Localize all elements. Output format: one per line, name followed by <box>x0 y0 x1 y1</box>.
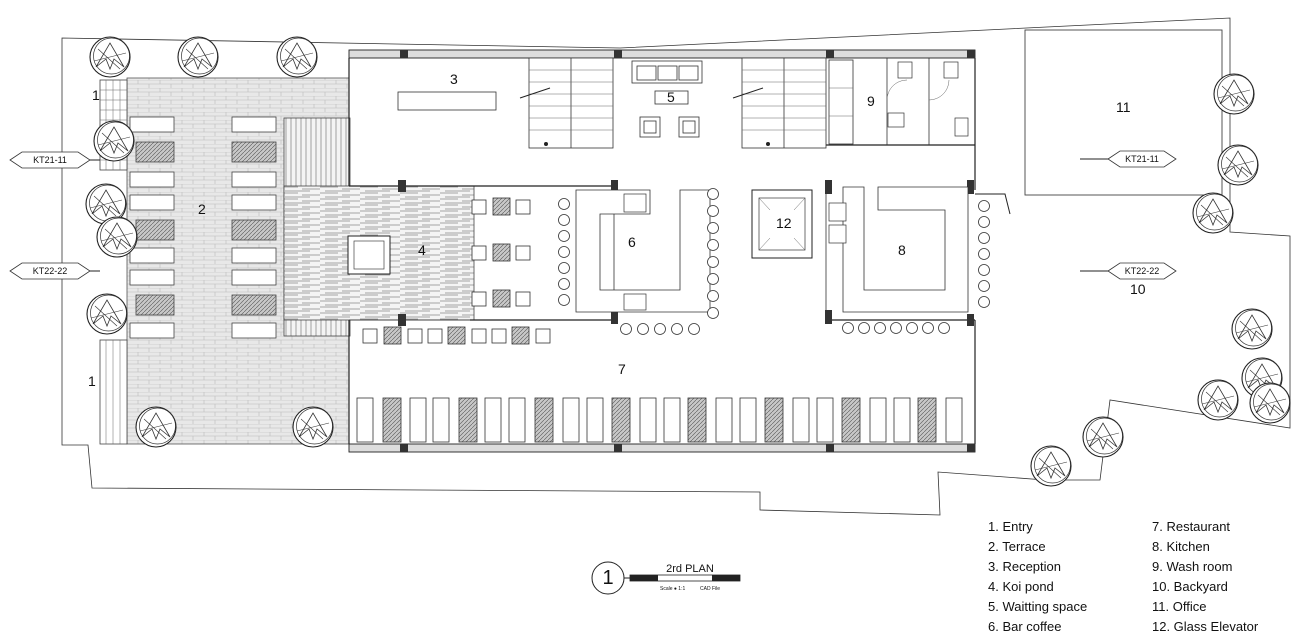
restaurant-benches <box>356 397 963 443</box>
section-marker-kt21-right: KT21-11 <box>1080 150 1177 168</box>
legend-item: 5. Waitting space <box>988 599 1087 614</box>
staircase-left <box>519 57 614 149</box>
legend-item: 7. Restaurant <box>1152 519 1230 534</box>
legend: 1. Entry 2. Terrace 3. Reception 4. Koi … <box>988 519 1259 634</box>
room-label-bar-coffee: 6 <box>628 234 636 250</box>
room-label-kitchen: 8 <box>898 242 906 258</box>
section-label: KT22-22 <box>1125 266 1160 276</box>
kitchen-stools <box>842 322 950 334</box>
kitchen-counter <box>828 186 969 313</box>
kitchen-door <box>975 193 1011 215</box>
staircase-right <box>732 57 827 149</box>
section-label: KT22-22 <box>33 266 68 276</box>
wash-room <box>828 58 969 145</box>
room-label-office: 11 <box>1116 99 1131 115</box>
glass-elevator <box>751 189 813 259</box>
plan-scale: Scale ● 1:1 <box>660 586 685 592</box>
legend-item: 4. Koi pond <box>988 579 1054 594</box>
section-label: KT21-11 <box>33 155 67 165</box>
section-marker-kt21-left: KT21-11 <box>9 151 100 169</box>
legend-item: 2. Terrace <box>988 539 1046 554</box>
section-label: KT21-11 <box>1125 154 1159 164</box>
plan-file: CAD File <box>700 586 720 592</box>
kitchen-side-stools <box>978 200 990 308</box>
legend-item: 8. Kitchen <box>1152 539 1210 554</box>
legend-item: 10. Backyard <box>1152 579 1228 594</box>
legend-item: 11. Office <box>1152 599 1206 614</box>
title-block: 1 2rd PLAN Scale ● 1:1 CAD File <box>591 561 741 595</box>
legend-item: 3. Reception <box>988 559 1061 574</box>
waiting-sofa <box>631 60 703 84</box>
bar-stools-bottom <box>620 323 700 335</box>
room-label-terrace: 2 <box>198 201 206 217</box>
room-label-waiting: 5 <box>667 89 675 105</box>
pond-planter <box>347 235 391 275</box>
room-label-entry-top: 1 <box>92 87 100 103</box>
reception-counter <box>397 91 497 111</box>
cafe-tables <box>471 197 531 308</box>
columns <box>398 50 975 452</box>
room-label-restaurant: 7 <box>618 361 626 377</box>
bar-stools-left <box>558 198 570 306</box>
plan-title: 2rd PLAN <box>666 563 714 575</box>
restaurant-upper-seats <box>362 326 551 345</box>
room-label-entry-bottom: 1 <box>88 373 96 389</box>
room-label-backyard: 10 <box>1130 281 1146 297</box>
room-label-koi-pond: 4 <box>418 242 426 258</box>
office-outline <box>1024 29 1223 196</box>
legend-item: 1. Entry <box>988 519 1033 534</box>
terrace-loungers <box>129 116 277 339</box>
entry-steps-bottom <box>99 339 128 445</box>
waiting-armchairs <box>639 116 700 138</box>
legend-item: 9. Wash room <box>1152 559 1232 574</box>
room-label-wash-room: 9 <box>867 93 875 109</box>
legend-item: 6. Bar coffee <box>988 619 1061 634</box>
bar-coffee-counter <box>575 189 711 313</box>
plan-number: 1 <box>602 567 613 589</box>
section-marker-kt22-left: KT22-22 <box>9 262 100 280</box>
room-label-reception: 3 <box>450 71 458 87</box>
section-marker-kt22-right: KT22-22 <box>1080 262 1177 280</box>
legend-item: 12. Glass Elevator <box>1152 619 1259 634</box>
room-label-elevator: 12 <box>776 215 792 231</box>
room-labels: 1 1 2 3 4 5 6 7 8 9 10 11 12 <box>88 71 1146 389</box>
waiting-table <box>654 90 689 105</box>
